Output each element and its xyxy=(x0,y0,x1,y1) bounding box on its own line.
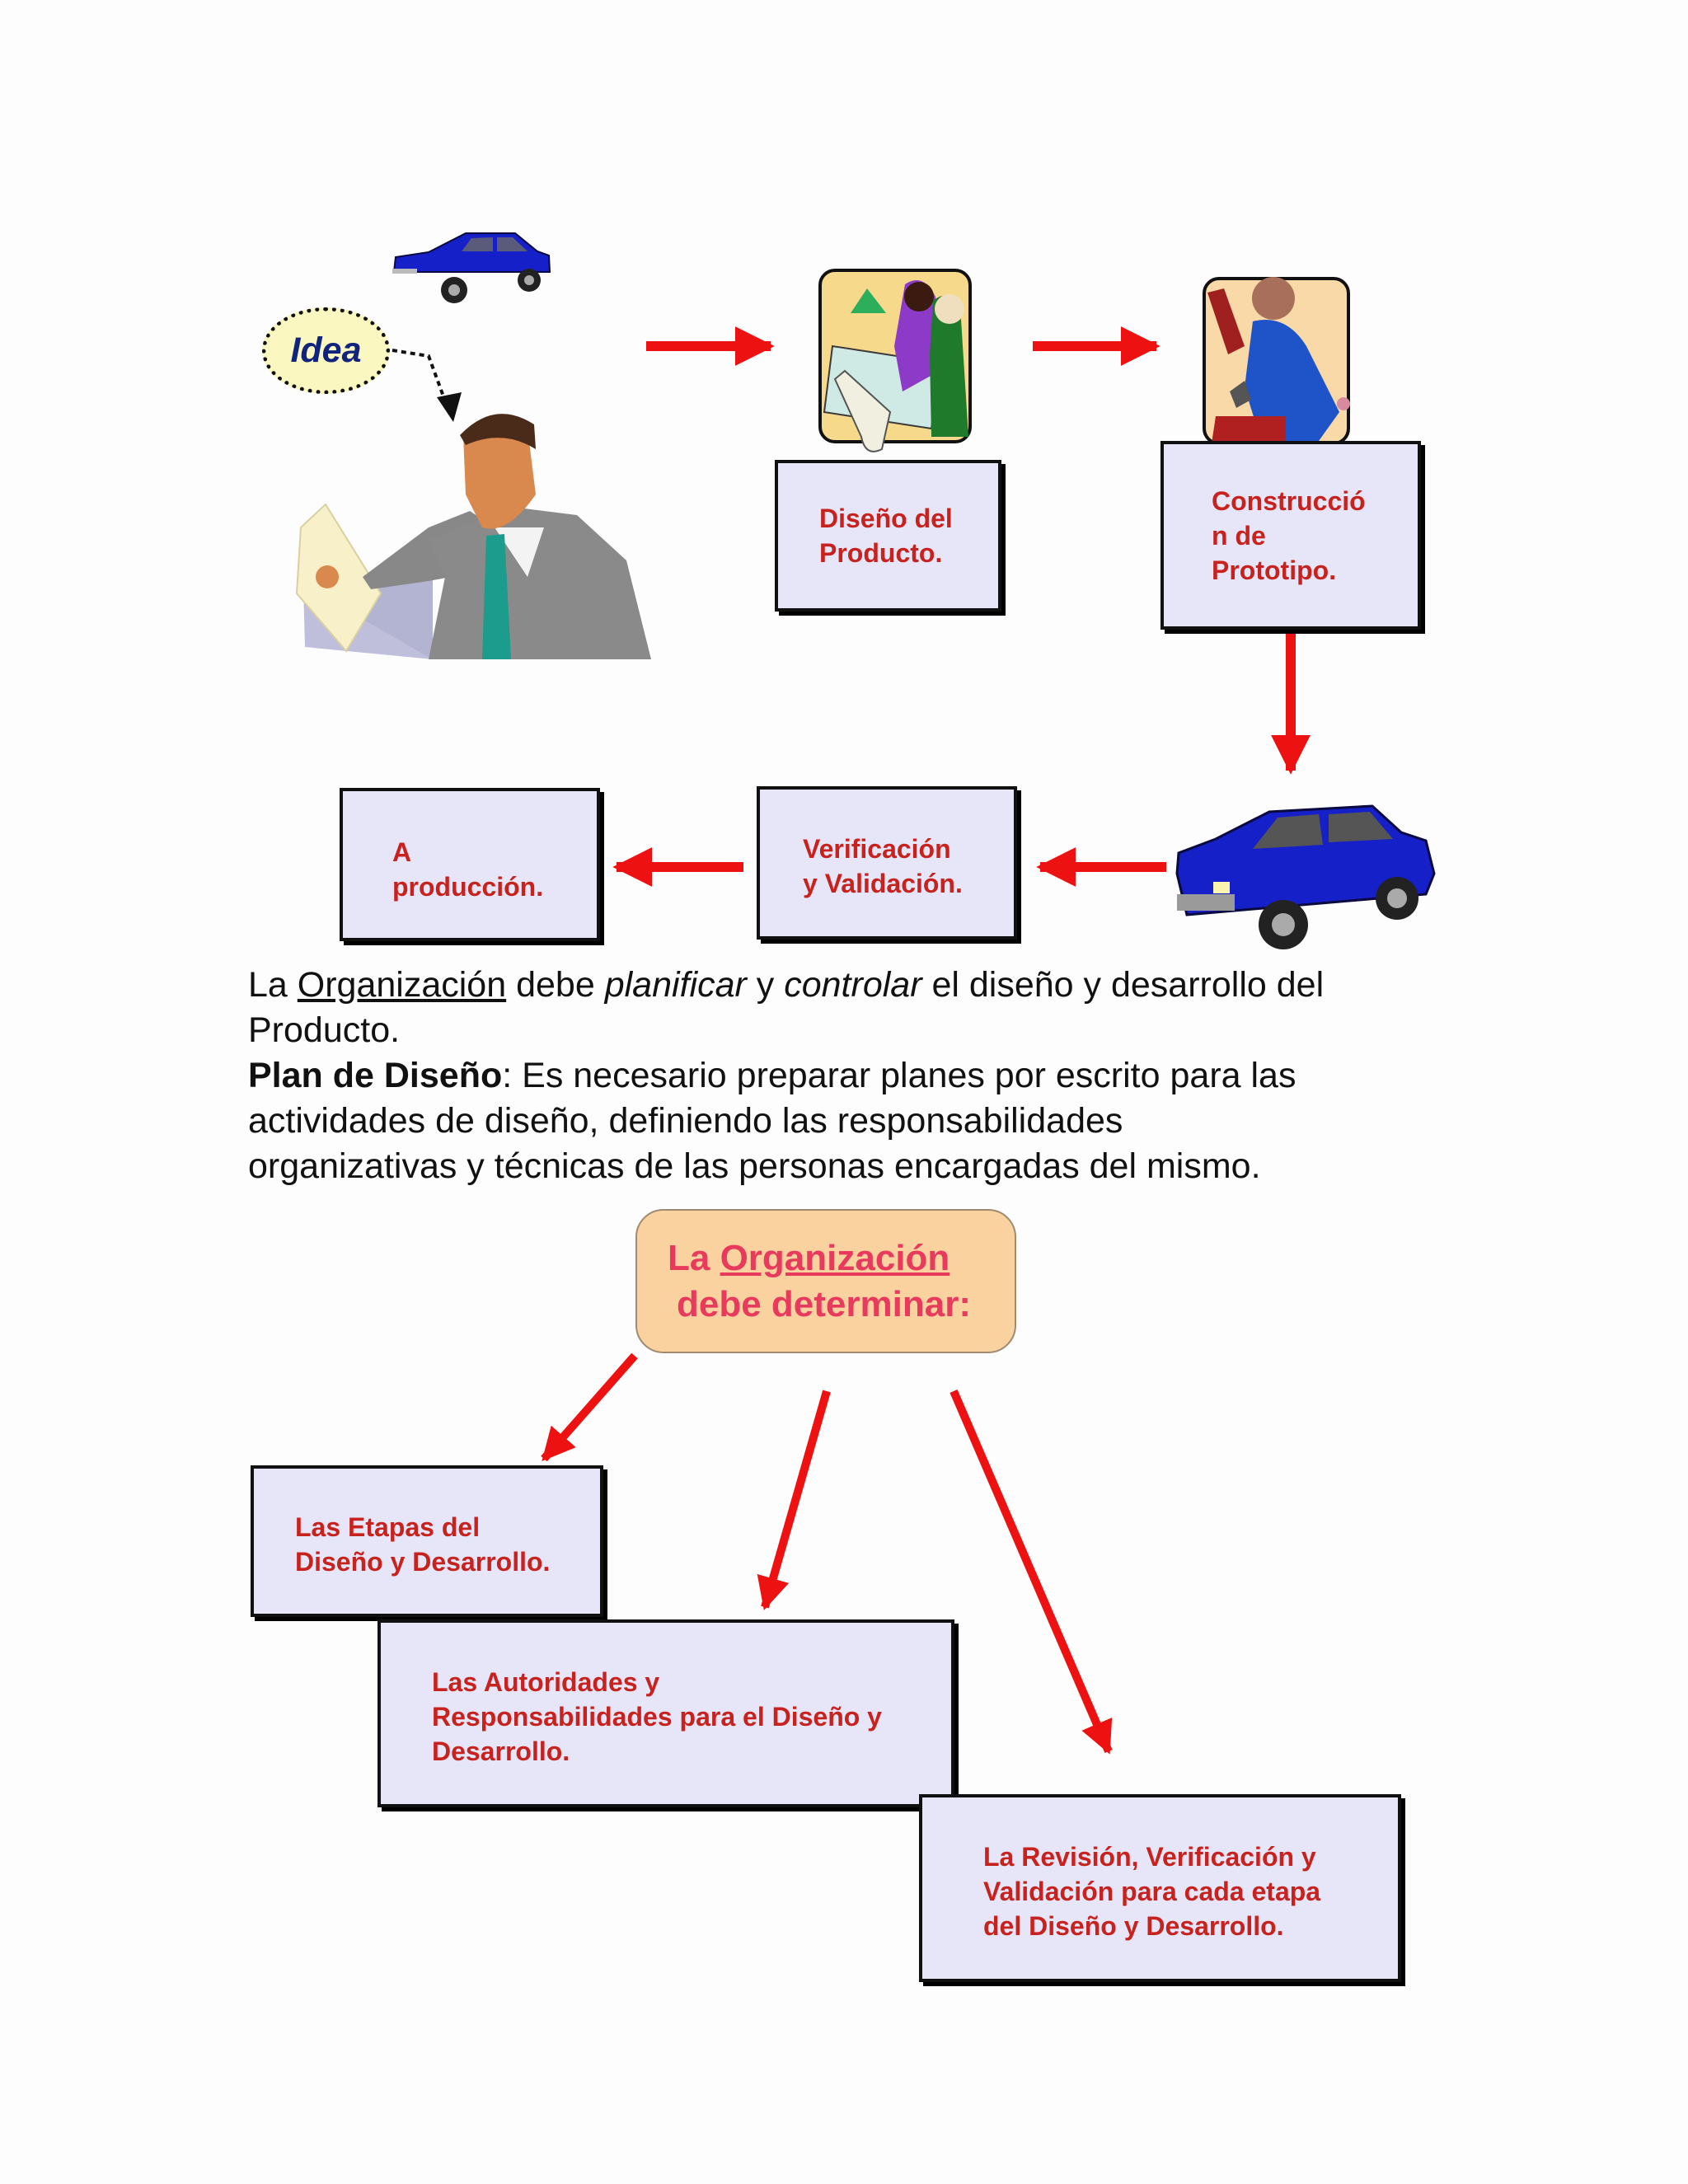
organization-box: La Organización debe determinar: xyxy=(635,1209,1016,1353)
paragraph-line4: actividades de diseño, definiendo las re… xyxy=(248,1101,1123,1141)
review-line3: del Diseño y Desarrollo. xyxy=(983,1911,1284,1941)
authorities-line2: Responsabilidades para el Diseño y xyxy=(432,1702,882,1732)
stages-line2: Diseño y Desarrollo. xyxy=(295,1547,551,1577)
plan-term: planificar xyxy=(604,965,747,1005)
authorities-line1: Las Autoridades y xyxy=(432,1667,660,1697)
worker-icon xyxy=(1203,277,1350,445)
text-fragment: La xyxy=(668,1238,720,1278)
flow-arrows xyxy=(612,326,1311,887)
plan-heading: Plan de Diseño xyxy=(248,1056,503,1095)
production-line2: producción. xyxy=(392,872,544,902)
paragraph-line3: Plan de Diseño: Es necesario preparar pl… xyxy=(248,1053,1468,1099)
review-line1: La Revisión, Verificación y xyxy=(983,1842,1316,1872)
control-term: controlar xyxy=(784,965,922,1005)
paragraph-line2: Producto. xyxy=(248,1010,401,1050)
organization-line2: debe determinar: xyxy=(677,1284,971,1324)
determine-arrows xyxy=(541,1352,1113,1755)
design-line2: Producto. xyxy=(819,538,943,568)
paragraph-line1: La Organización debe planificar y contro… xyxy=(248,963,1468,1008)
production-line1: A xyxy=(392,837,412,867)
organization-term: Organización xyxy=(720,1238,950,1278)
large-car-icon xyxy=(1175,804,1436,949)
verification-box: Verificación y Validación. xyxy=(757,786,1017,940)
review-box: La Revisión, Verificación y Validación p… xyxy=(919,1794,1401,1982)
idea-dotted-arrow xyxy=(392,349,462,422)
prototype-line1: Construcció xyxy=(1212,486,1366,516)
production-box: A producción. xyxy=(340,788,600,941)
prototype-line2: n de xyxy=(1212,521,1266,551)
stages-box: Las Etapas del Diseño y Desarrollo. xyxy=(251,1465,603,1617)
stages-line1: Las Etapas del xyxy=(295,1512,481,1542)
prototype-box: Construcció n de Prototipo. xyxy=(1160,441,1421,630)
idea-bubble: Idea xyxy=(262,307,390,394)
prototype-line3: Prototipo. xyxy=(1212,555,1337,585)
authorities-box: Las Autoridades y Responsabilidades para… xyxy=(377,1619,954,1807)
paragraph-line5: organizativas y técnicas de las personas… xyxy=(248,1146,1261,1186)
organization-line1: La Organización xyxy=(668,1235,950,1282)
review-line2: Validación para cada etapa xyxy=(983,1877,1321,1906)
design-line1: Diseño del xyxy=(819,504,953,533)
businessman-icon xyxy=(295,414,651,659)
idea-label: Idea xyxy=(290,330,362,370)
text-fragment: y xyxy=(746,965,785,1005)
description-paragraph: La Organización debe planificar y contro… xyxy=(248,963,1468,1189)
car-icon xyxy=(392,232,551,303)
text-fragment: La xyxy=(248,965,298,1005)
design-box: Diseño del Producto. xyxy=(775,460,1001,612)
text-fragment: : Es necesario preparar planes por escri… xyxy=(502,1056,1296,1095)
text-fragment: el diseño y desarrollo del xyxy=(921,965,1325,1005)
arrow-to-stages xyxy=(541,1352,638,1462)
organization-term: Organización xyxy=(297,965,507,1005)
designers-icon xyxy=(818,269,972,452)
verification-line2: y Validación. xyxy=(803,869,963,898)
arrow-to-authorities xyxy=(757,1390,831,1610)
verification-line1: Verificación xyxy=(803,834,951,864)
authorities-line3: Desarrollo. xyxy=(432,1736,570,1766)
arrow-to-review xyxy=(950,1390,1113,1755)
text-fragment: debe xyxy=(506,965,605,1005)
